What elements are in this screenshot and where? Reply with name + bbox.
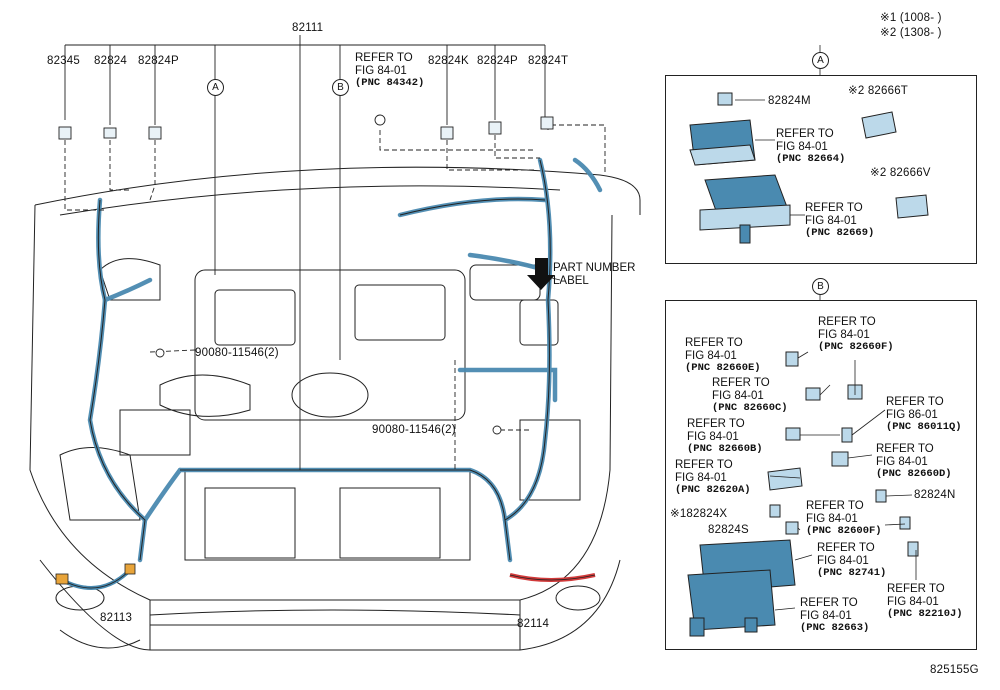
ref-pnc: (PNC 82660E) bbox=[685, 362, 761, 374]
panel-b-part-82824s: 82824S bbox=[708, 524, 749, 536]
callout-a: A bbox=[207, 79, 224, 96]
ref-line2: FIG 84-01 bbox=[712, 389, 764, 402]
ref-line1: REFER TO bbox=[800, 597, 858, 609]
panel-a-ref-2-line2: FIG 84-01 bbox=[805, 214, 857, 227]
part-number-label-line2: LABEL bbox=[553, 274, 589, 287]
ref-line2: FIG 84-01 bbox=[800, 609, 852, 622]
note-2: ※2 (1308- ) bbox=[880, 27, 942, 39]
ref-line2: FIG 84-01 bbox=[876, 455, 928, 468]
panel-a-ref-2: REFER TO FIG 84-01 (PNC 82669) bbox=[805, 202, 874, 240]
ref-line1: REFER TO bbox=[887, 583, 945, 595]
part-number-label-line1: PART NUMBER bbox=[553, 262, 636, 274]
refer-top-line1: REFER TO bbox=[355, 52, 413, 64]
panel-b-ref-82210j: REFER TO FIG 84-01 (PNC 82210J) bbox=[887, 583, 963, 621]
panel-a-part-82666v: ※2 82666V bbox=[870, 167, 931, 179]
top-part-5: 82824P bbox=[477, 55, 518, 67]
ref-pnc: (PNC 86011Q) bbox=[886, 421, 962, 433]
panel-b-ref-82660d: REFER TO FIG 84-01 (PNC 82660D) bbox=[876, 443, 952, 481]
ref-line2: FIG 84-01 bbox=[817, 554, 869, 567]
ref-line1: REFER TO bbox=[886, 396, 944, 408]
refer-top: REFER TO FIG 84-01 (PNC 84342) bbox=[355, 52, 424, 90]
bolt-label-1: 90080-11546(2) bbox=[195, 347, 279, 359]
harness-82114: 82114 bbox=[517, 618, 550, 630]
ref-line2: FIG 84-01 bbox=[685, 349, 737, 362]
panel-b-part-82824n: 82824N bbox=[914, 489, 956, 501]
refer-top-pnc: (PNC 84342) bbox=[355, 77, 425, 89]
figure-code: 825155G bbox=[930, 664, 979, 676]
top-part-2: 82824 bbox=[94, 55, 127, 67]
ref-line1: REFER TO bbox=[876, 443, 934, 455]
panel-b-part-82824x: ※182824X bbox=[670, 508, 728, 520]
panel-a-ref-2-pnc: (PNC 82669) bbox=[805, 227, 875, 239]
ref-pnc: (PNC 82600F) bbox=[806, 525, 882, 537]
panel-a-part-82824m: 82824M bbox=[768, 95, 811, 107]
panel-a-ref-1-line1: REFER TO bbox=[776, 128, 834, 140]
panel-b-ref-82620a: REFER TO FIG 84-01 (PNC 82620A) bbox=[675, 459, 751, 497]
ref-line2: FIG 84-01 bbox=[818, 328, 870, 341]
part-number-label: PART NUMBER LABEL bbox=[553, 262, 635, 287]
top-part-1: 82345 bbox=[47, 55, 80, 67]
ref-pnc: (PNC 82660B) bbox=[687, 443, 763, 455]
panel-b-ref-82660c: REFER TO FIG 84-01 (PNC 82660C) bbox=[712, 377, 788, 415]
panel-b-callout: B bbox=[812, 278, 829, 295]
panel-a-ref-1-pnc: (PNC 82664) bbox=[776, 153, 846, 165]
refer-top-line2: FIG 84-01 bbox=[355, 64, 407, 77]
ref-line1: REFER TO bbox=[685, 337, 743, 349]
ref-pnc: (PNC 82660D) bbox=[876, 468, 952, 480]
ref-pnc: (PNC 82663) bbox=[800, 622, 870, 634]
top-part-4: 82824K bbox=[428, 55, 469, 67]
ref-line1: REFER TO bbox=[817, 542, 875, 554]
harness-82113: 82113 bbox=[100, 612, 133, 624]
panel-a-ref-1-line2: FIG 84-01 bbox=[776, 140, 828, 153]
detail-panel-b bbox=[665, 300, 977, 650]
ref-line2: FIG 84-01 bbox=[687, 430, 739, 443]
panel-b-ref-82660e: REFER TO FIG 84-01 (PNC 82660E) bbox=[685, 337, 761, 375]
panel-b-ref-82660b: REFER TO FIG 84-01 (PNC 82660B) bbox=[687, 418, 763, 456]
bolt-label-2: 90080-11546(2) bbox=[372, 424, 456, 436]
ref-line2: FIG 84-01 bbox=[806, 512, 858, 525]
ref-pnc: (PNC 82741) bbox=[817, 567, 887, 579]
ref-line2: FIG 86-01 bbox=[886, 408, 938, 421]
callout-b: B bbox=[332, 79, 349, 96]
ref-line2: FIG 84-01 bbox=[887, 595, 939, 608]
panel-a-ref-2-line1: REFER TO bbox=[805, 202, 863, 214]
ref-line1: REFER TO bbox=[712, 377, 770, 389]
ref-line1: REFER TO bbox=[675, 459, 733, 471]
panel-a-ref-1: REFER TO FIG 84-01 (PNC 82664) bbox=[776, 128, 845, 166]
ref-line1: REFER TO bbox=[687, 418, 745, 430]
panel-b-ref-86011q: REFER TO FIG 86-01 (PNC 86011Q) bbox=[886, 396, 962, 434]
ref-line1: REFER TO bbox=[818, 316, 876, 328]
ref-line1: REFER TO bbox=[806, 500, 864, 512]
top-part-6: 82824T bbox=[528, 55, 569, 67]
panel-a-part-82666t: ※2 82666T bbox=[848, 85, 909, 97]
panel-b-ref-82663: REFER TO FIG 84-01 (PNC 82663) bbox=[800, 597, 869, 635]
panel-a-callout: A bbox=[812, 52, 829, 69]
detail-panel-a bbox=[665, 75, 977, 264]
harness-label: 82111 bbox=[292, 22, 324, 34]
panel-b-ref-82741: REFER TO FIG 84-01 (PNC 82741) bbox=[817, 542, 886, 580]
ref-pnc: (PNC 82620A) bbox=[675, 484, 751, 496]
ref-pnc: (PNC 82210J) bbox=[887, 608, 963, 620]
ref-pnc: (PNC 82660C) bbox=[712, 402, 788, 414]
panel-b-ref-82600f: REFER TO FIG 84-01 (PNC 82600F) bbox=[806, 500, 882, 538]
top-part-3: 82824P bbox=[138, 55, 179, 67]
ref-pnc: (PNC 82660F) bbox=[818, 341, 894, 353]
ref-line2: FIG 84-01 bbox=[675, 471, 727, 484]
note-1: ※1 (1008- ) bbox=[880, 12, 942, 24]
panel-b-ref-82660f: REFER TO FIG 84-01 (PNC 82660F) bbox=[818, 316, 894, 354]
